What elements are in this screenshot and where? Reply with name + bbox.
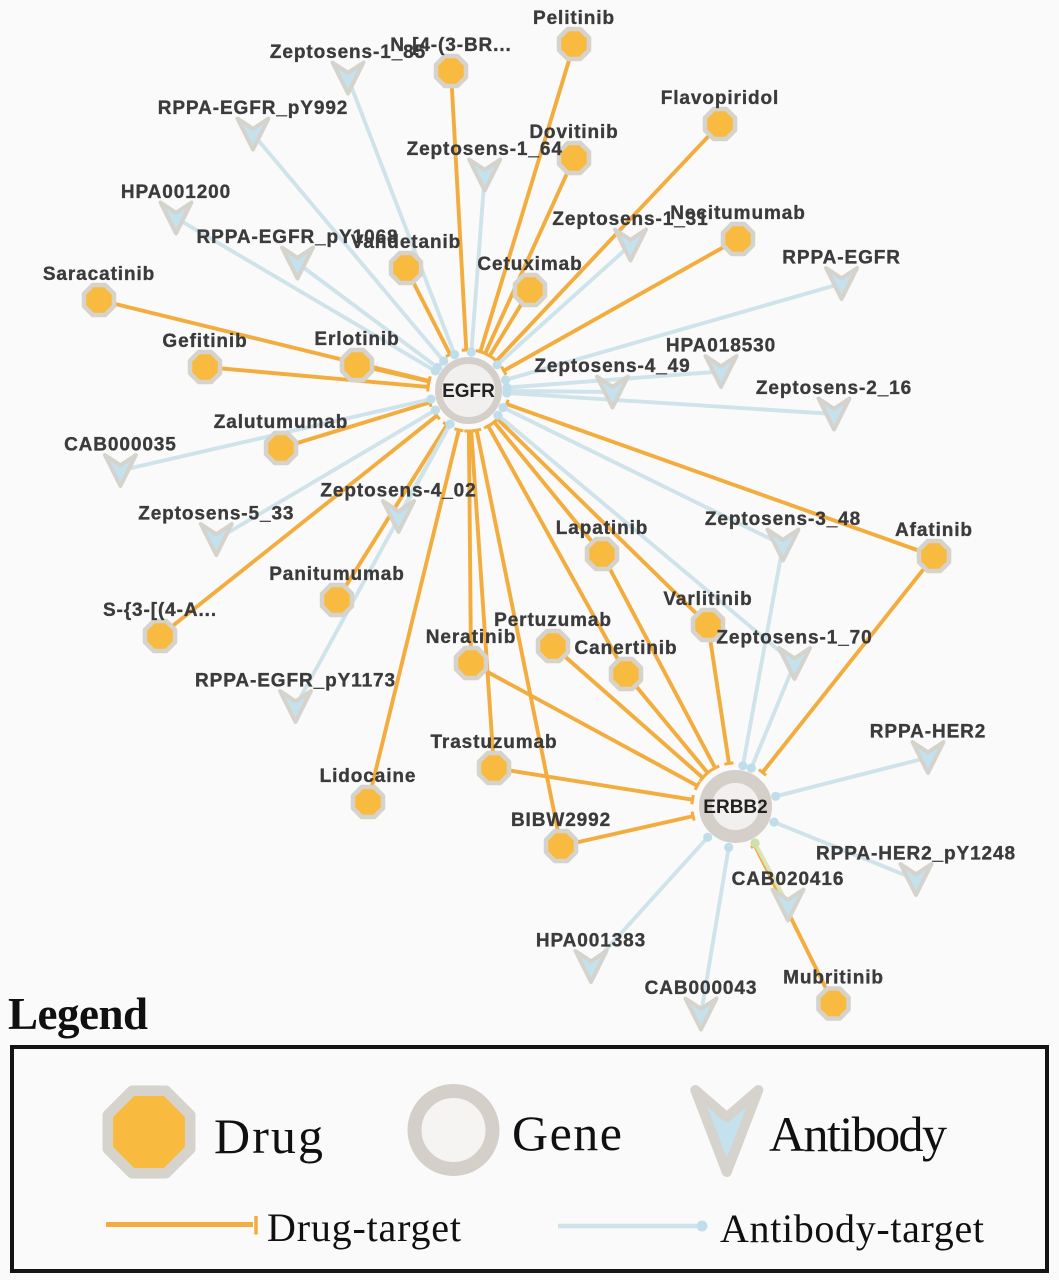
svg-text:Legend: Legend bbox=[8, 989, 148, 1039]
svg-text:Trastuzumab: Trastuzumab bbox=[430, 732, 557, 753]
svg-text:Vandetanib: Vandetanib bbox=[351, 232, 461, 253]
svg-text:Gene: Gene bbox=[512, 1105, 622, 1161]
svg-text:S-{3-[(4-A...: S-{3-[(4-A... bbox=[103, 600, 217, 621]
svg-text:Zeptosens-1_31: Zeptosens-1_31 bbox=[552, 209, 708, 230]
svg-text:Zeptosens-1_85: Zeptosens-1_85 bbox=[270, 42, 426, 63]
svg-text:Antibody-target: Antibody-target bbox=[720, 1206, 984, 1251]
svg-text:RPPA-EGFR_pY1173: RPPA-EGFR_pY1173 bbox=[195, 671, 396, 692]
svg-text:Antibody: Antibody bbox=[769, 1106, 947, 1162]
svg-text:CAB020416: CAB020416 bbox=[732, 869, 845, 890]
svg-text:BIBW2992: BIBW2992 bbox=[511, 810, 611, 831]
svg-text:Afatinib: Afatinib bbox=[895, 520, 973, 541]
svg-text:Pertuzumab: Pertuzumab bbox=[494, 610, 612, 631]
svg-text:CAB000035: CAB000035 bbox=[64, 435, 177, 456]
svg-text:Zeptosens-4_02: Zeptosens-4_02 bbox=[320, 481, 476, 502]
svg-text:RPPA-EGFR: RPPA-EGFR bbox=[782, 248, 901, 269]
svg-text:N-[4-(3-BR...: N-[4-(3-BR... bbox=[390, 35, 511, 56]
svg-text:Cetuximab: Cetuximab bbox=[477, 254, 582, 275]
svg-text:Saracatinib: Saracatinib bbox=[43, 264, 155, 285]
svg-text:RPPA-EGFR_pY1068: RPPA-EGFR_pY1068 bbox=[197, 227, 399, 248]
svg-text:RPPA-HER2_pY1248: RPPA-HER2_pY1248 bbox=[816, 844, 1016, 865]
svg-text:HPA001383: HPA001383 bbox=[536, 931, 646, 952]
svg-text:ERBB2: ERBB2 bbox=[703, 797, 767, 818]
svg-text:RPPA-EGFR_pY992: RPPA-EGFR_pY992 bbox=[158, 98, 349, 119]
svg-text:Lidocaine: Lidocaine bbox=[320, 766, 417, 787]
svg-text:HPA018530: HPA018530 bbox=[666, 336, 776, 357]
svg-text:RPPA-HER2: RPPA-HER2 bbox=[870, 722, 987, 743]
svg-text:Zeptosens-3_48: Zeptosens-3_48 bbox=[705, 509, 861, 530]
svg-text:Drug-target: Drug-target bbox=[267, 1205, 461, 1250]
svg-text:HPA001200: HPA001200 bbox=[121, 182, 231, 203]
svg-text:Neratinib: Neratinib bbox=[426, 627, 516, 648]
svg-text:Zeptosens-4_49: Zeptosens-4_49 bbox=[534, 356, 690, 377]
svg-text:Zeptosens-1_70: Zeptosens-1_70 bbox=[716, 628, 872, 649]
svg-text:Necitumumab: Necitumumab bbox=[670, 203, 806, 224]
svg-text:Drug: Drug bbox=[214, 1108, 323, 1164]
svg-text:Gefitinib: Gefitinib bbox=[162, 331, 247, 352]
svg-text:Zeptosens-2_16: Zeptosens-2_16 bbox=[756, 378, 912, 399]
svg-text:Canertinib: Canertinib bbox=[575, 638, 678, 659]
svg-text:Dovitinib: Dovitinib bbox=[529, 122, 618, 143]
svg-text:Varlitinib: Varlitinib bbox=[663, 589, 752, 610]
svg-text:Zeptosens-1_64: Zeptosens-1_64 bbox=[407, 139, 563, 160]
svg-text:Zalutumumab: Zalutumumab bbox=[214, 412, 348, 433]
svg-text:Zeptosens-5_33: Zeptosens-5_33 bbox=[138, 504, 294, 525]
svg-text:CAB000043: CAB000043 bbox=[645, 978, 758, 999]
svg-text:Erlotinib: Erlotinib bbox=[314, 329, 399, 350]
svg-text:Pelitinib: Pelitinib bbox=[533, 8, 615, 29]
svg-text:Lapatinib: Lapatinib bbox=[556, 518, 649, 539]
svg-text:EGFR: EGFR bbox=[442, 381, 495, 402]
svg-text:Mubritinib: Mubritinib bbox=[783, 968, 884, 989]
svg-text:Flavopiridol: Flavopiridol bbox=[661, 88, 779, 109]
svg-text:Panitumumab: Panitumumab bbox=[269, 564, 405, 585]
